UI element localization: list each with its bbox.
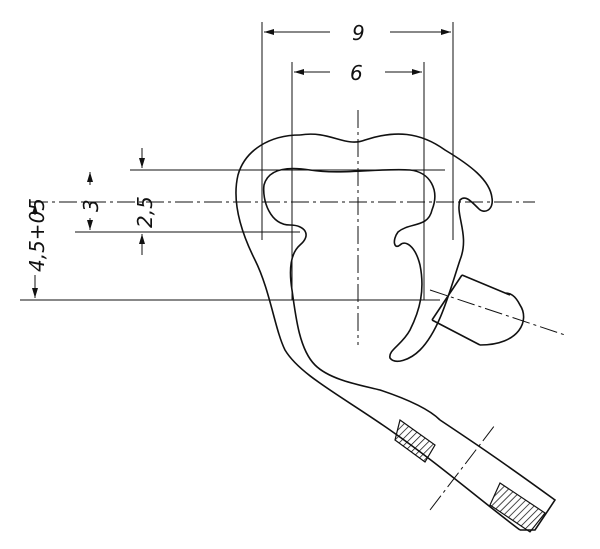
dim-label-2-5: 2,5 (133, 196, 157, 228)
dim-label-6: 6 (350, 61, 363, 85)
dim-label-9: 9 (352, 21, 365, 45)
dimension-9: 9 (264, 21, 451, 45)
dimension-6: 6 (294, 61, 422, 85)
dim-label-3: 3 (79, 199, 103, 212)
strip-axis (429, 424, 496, 511)
bulb-axis (429, 289, 566, 336)
dimension-3: 3 (79, 172, 103, 230)
seal-profile (235, 133, 557, 533)
extension-lines (20, 22, 454, 301)
dimension-4-5: 4,5+05 (25, 198, 49, 298)
dimension-2-5: 2,5 (133, 148, 157, 255)
dim-label-4-5: 4,5+05 (25, 198, 49, 272)
